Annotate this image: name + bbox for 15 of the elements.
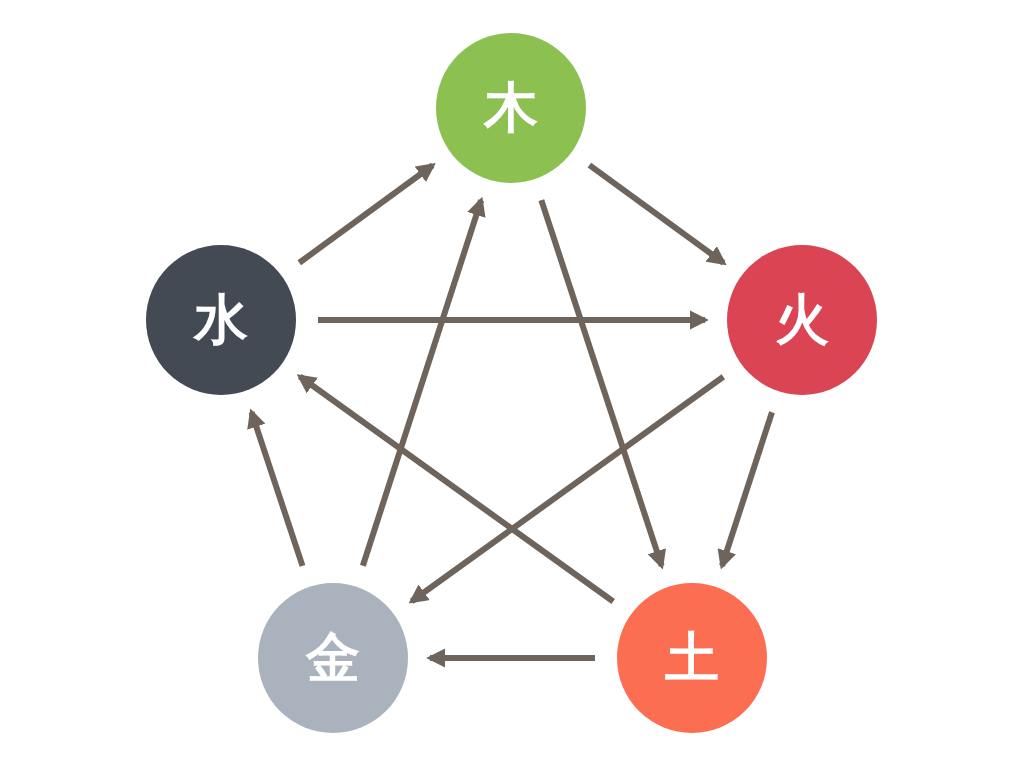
arrow: [297, 162, 436, 266]
element-character: 火: [775, 293, 829, 347]
element-character: 金: [306, 631, 360, 685]
arrow: [587, 162, 727, 266]
arrow: [318, 310, 709, 330]
arrow: [426, 648, 595, 668]
element-character: 土: [665, 631, 719, 685]
arrow: [247, 408, 306, 567]
arrow: [538, 199, 666, 570]
element-character: 木: [484, 81, 538, 135]
arrow: [717, 411, 775, 570]
element-character: 水: [194, 293, 248, 347]
arrow: [408, 374, 726, 604]
arrow: [296, 374, 615, 604]
arrow: [360, 196, 486, 567]
